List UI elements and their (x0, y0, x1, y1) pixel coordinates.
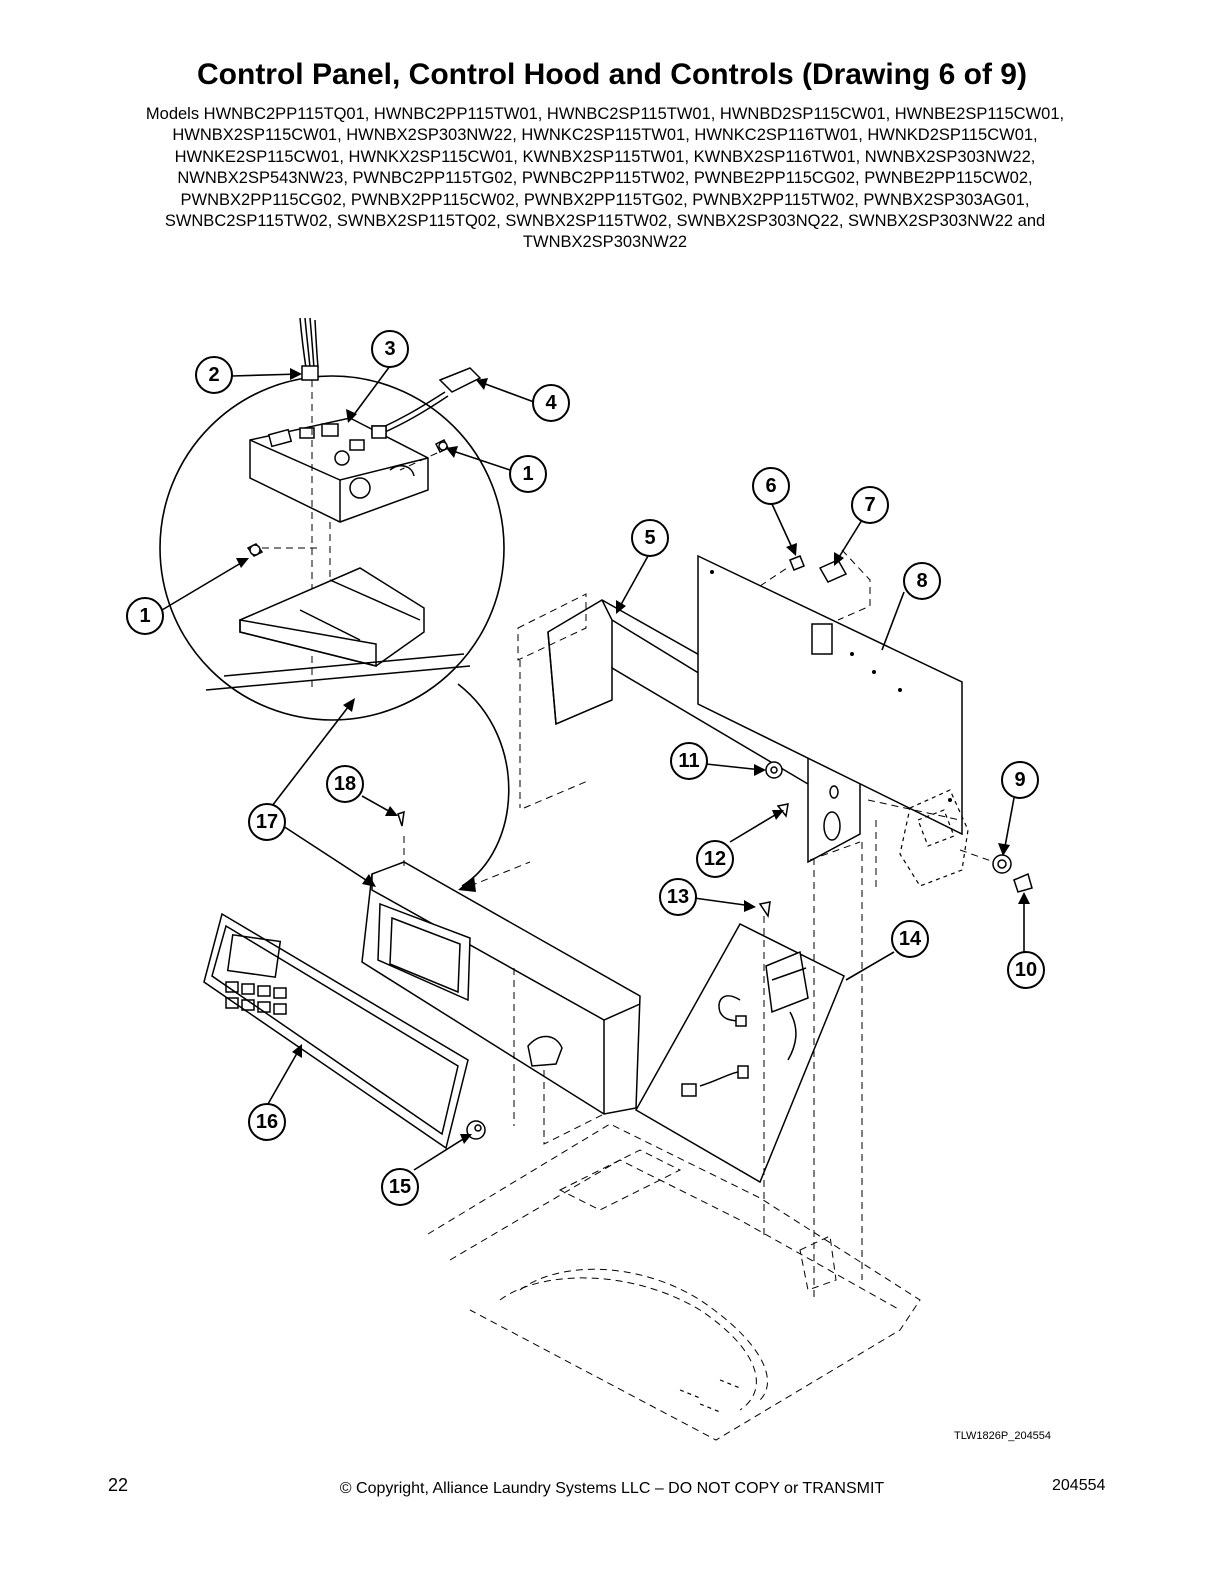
svg-text:14: 14 (899, 928, 922, 950)
transformer-harness (634, 923, 845, 1184)
callout-7: 7 (851, 486, 889, 524)
callout-12: 12 (696, 840, 734, 878)
callout-10: 10 (1007, 951, 1045, 989)
svg-text:13: 13 (667, 886, 689, 908)
svg-text:17: 17 (256, 811, 278, 833)
clip-part-7 (818, 559, 848, 583)
overlay-buttons (225, 981, 287, 1015)
callout-2: 2 (195, 356, 233, 394)
callout-1-left: 1 (126, 597, 164, 635)
screw-part-13 (758, 901, 771, 919)
page-number: 22 (108, 1475, 129, 1495)
screw-part-1-left (246, 543, 264, 557)
svg-text:7: 7 (864, 494, 875, 516)
callout-18: 18 (326, 765, 364, 803)
callout-1-top: 1 (509, 455, 547, 493)
svg-text:15: 15 (389, 1176, 411, 1198)
callout-3: 3 (371, 330, 409, 368)
callout-5: 5 (631, 519, 669, 557)
callout-8: 8 (903, 562, 941, 600)
screw-part-6 (789, 555, 805, 571)
svg-text:9: 9 (1014, 769, 1025, 791)
bolt-part-10 (1013, 872, 1033, 893)
rear-panel (697, 554, 963, 836)
copyright-notice: © Copyright, Alliance Laundry Systems LL… (339, 1480, 885, 1497)
svg-text:1: 1 (522, 463, 533, 485)
detail-inset-circle (159, 375, 505, 721)
drawing-code: TLW1826P_204554 (954, 1430, 1052, 1442)
document-number: 204554 (1052, 1477, 1106, 1494)
star-washer-part-9 (992, 854, 1012, 874)
cabinet-top-outline (427, 1123, 921, 1441)
callout-4: 4 (532, 384, 570, 422)
svg-text:12: 12 (704, 848, 726, 870)
svg-text:11: 11 (678, 750, 699, 772)
screw-part-18 (397, 810, 405, 827)
callout-17: 17 (248, 803, 286, 841)
models-list: Models HWNBC2PP115TQ01, HWNBC2PP115TW01,… (145, 105, 1065, 252)
control-overlay (203, 912, 469, 1150)
svg-text:6: 6 (765, 475, 776, 497)
callout-15: 15 (381, 1168, 419, 1206)
svg-text:5: 5 (644, 527, 655, 549)
svg-text:8: 8 (916, 570, 927, 592)
page-title: Control Panel, Control Hood and Controls… (197, 58, 1027, 91)
control-board (249, 417, 429, 523)
svg-text:4: 4 (545, 392, 557, 414)
svg-text:1: 1 (139, 605, 150, 627)
callout-16: 16 (248, 1103, 286, 1141)
wire-harness (299, 317, 319, 381)
callout-13: 13 (659, 878, 697, 916)
svg-text:18: 18 (334, 773, 356, 795)
control-bracket (205, 567, 471, 691)
leader-lines (161, 365, 1030, 1171)
callout-14: 14 (891, 920, 929, 958)
nut-part-11 (765, 761, 783, 779)
callout-11: 11 (670, 742, 708, 780)
svg-text:3: 3 (384, 338, 395, 360)
inset-to-panel-arrow (457, 683, 510, 887)
svg-text:10: 10 (1015, 959, 1037, 981)
callout-9: 9 (1001, 761, 1039, 799)
callout-6: 6 (752, 467, 790, 505)
svg-text:16: 16 (256, 1111, 278, 1133)
wire-connector (371, 367, 482, 439)
svg-text:2: 2 (208, 364, 219, 386)
motor-plate (899, 789, 969, 887)
